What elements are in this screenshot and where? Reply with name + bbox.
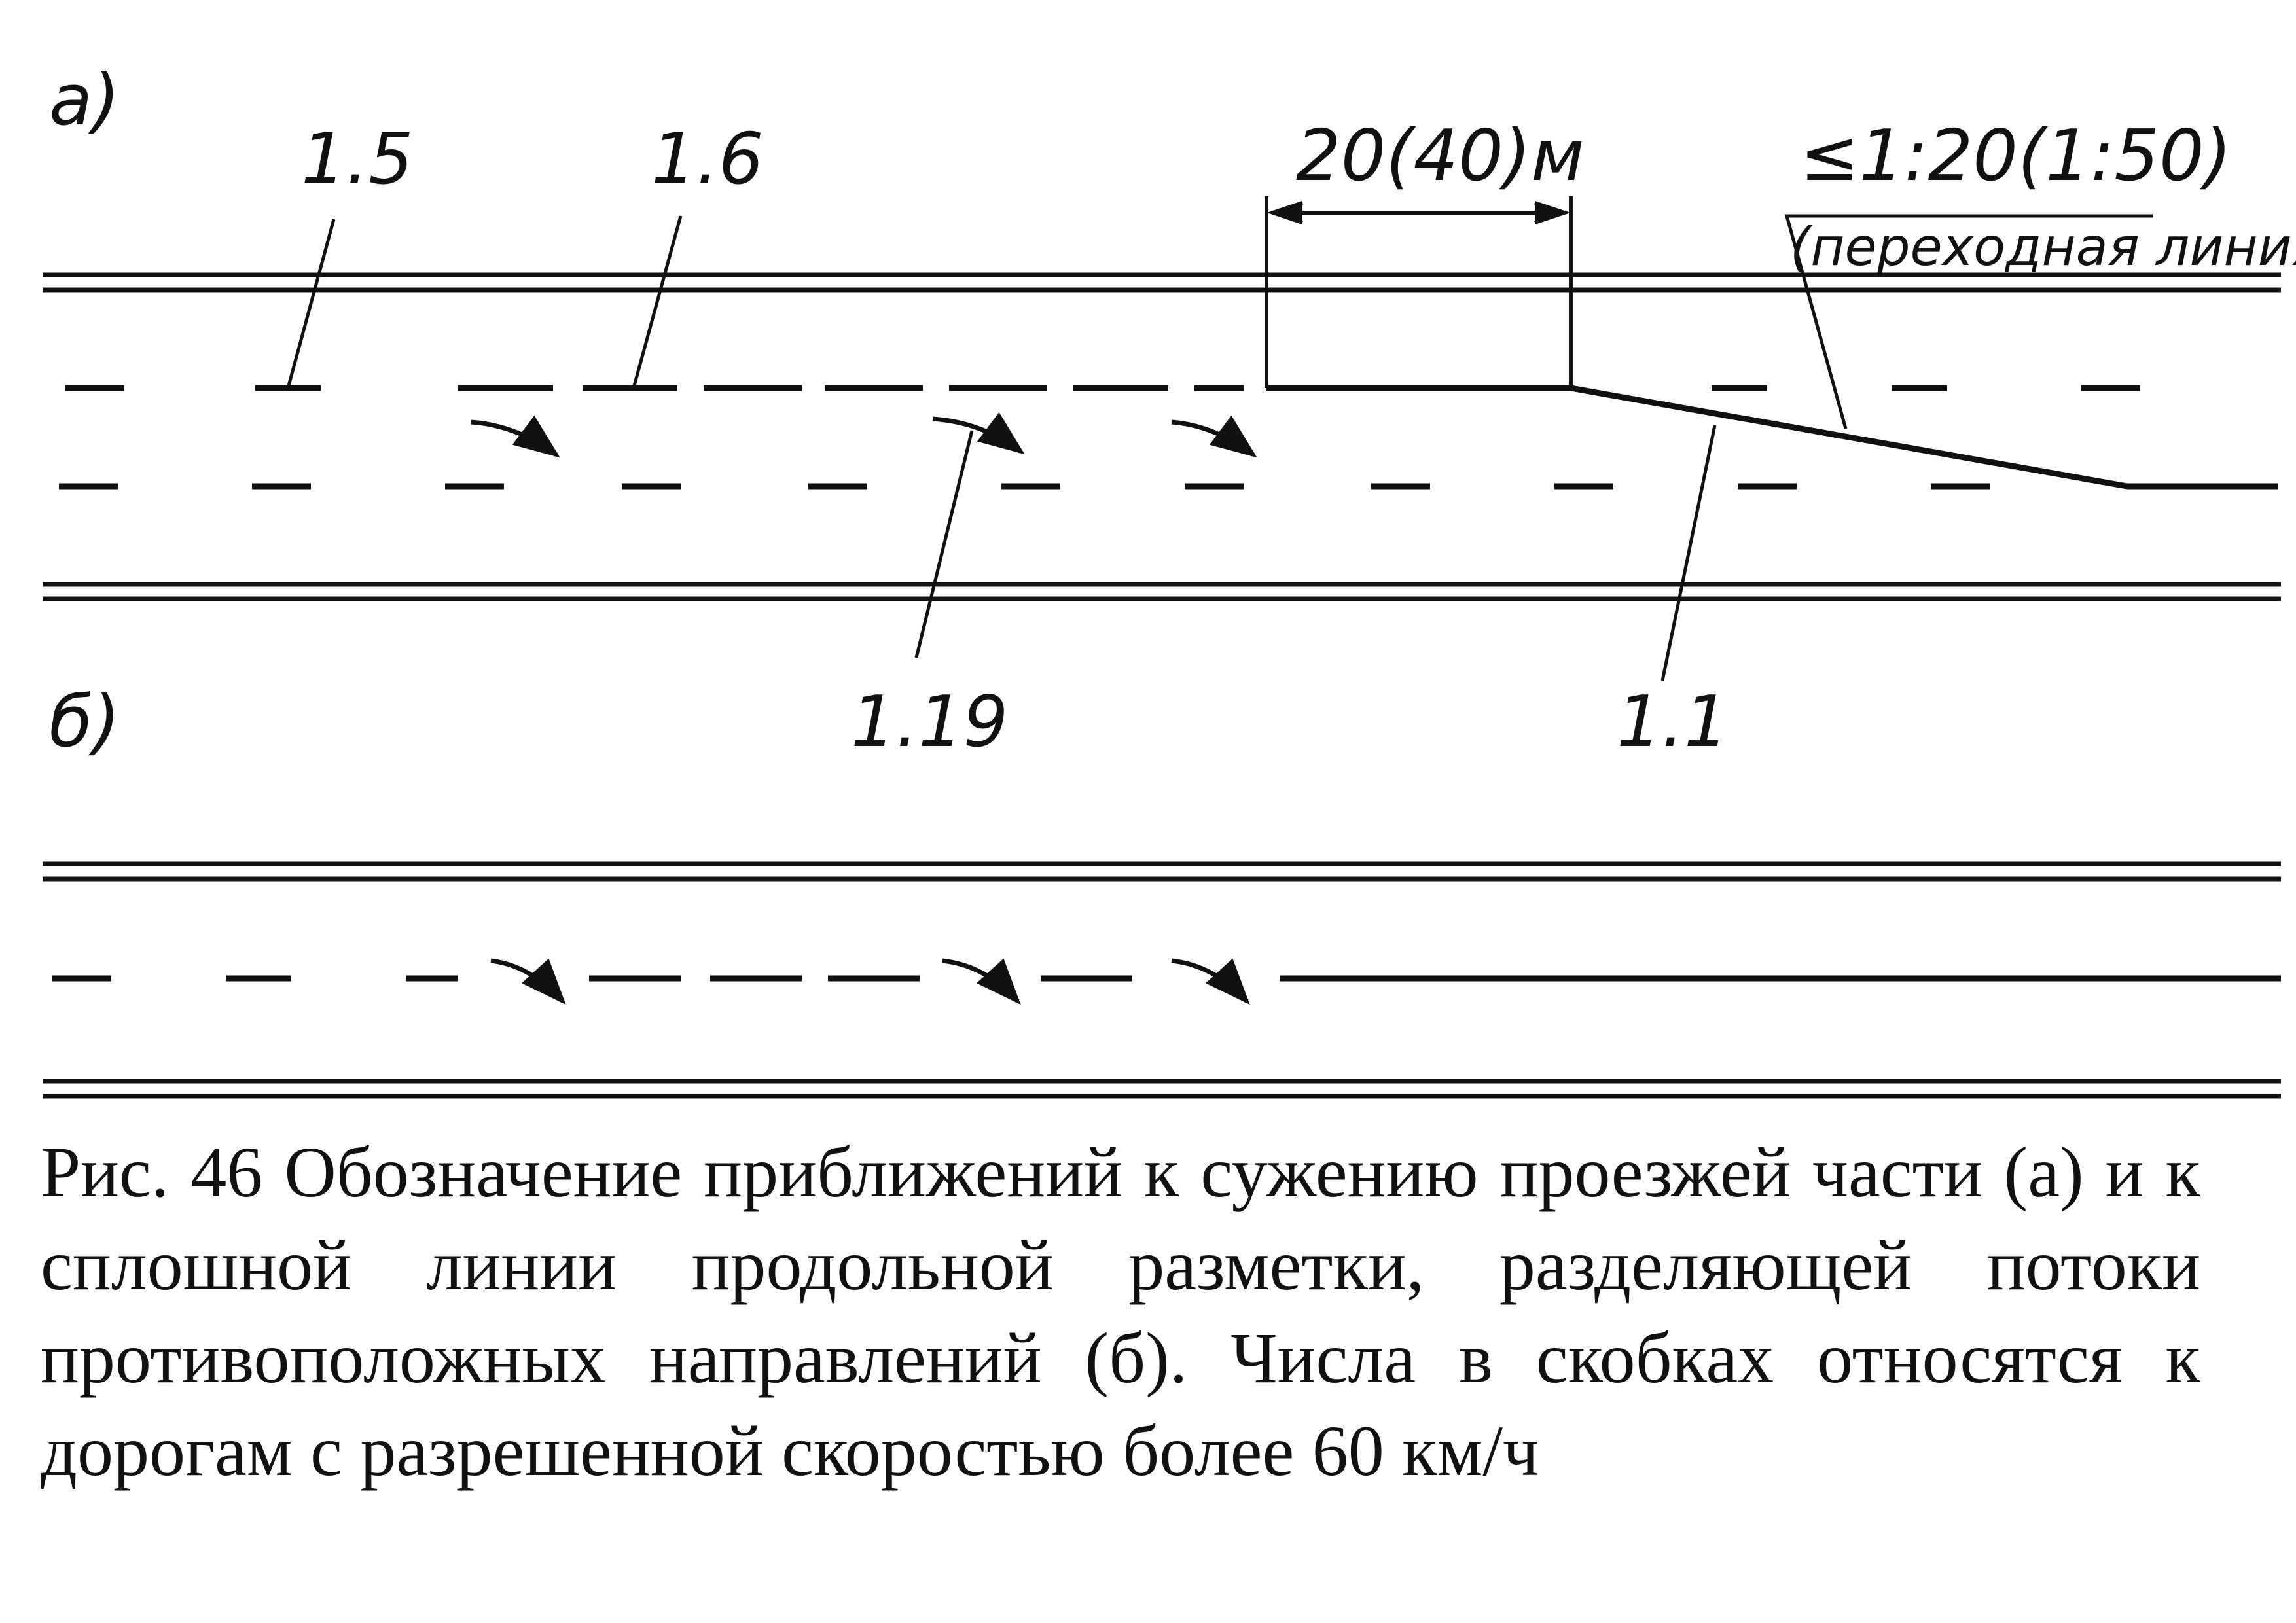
dimension-marker xyxy=(1265,196,1573,388)
panel-b-bottom-edge-line xyxy=(43,1079,2281,1099)
panel-a-tag: а) xyxy=(49,60,120,141)
panel-a-leader-lines xyxy=(286,214,2153,681)
arrow-1-19-icon xyxy=(942,958,1021,1005)
panel-b-tag: б) xyxy=(49,681,120,763)
panel-a-arrows-1-19 xyxy=(471,412,1257,458)
panel-a: а) xyxy=(43,60,2296,763)
transition-line xyxy=(1570,385,2278,490)
dimension-label: 20(40)м xyxy=(1296,115,1585,197)
arrow-1-19-icon xyxy=(471,415,560,458)
panel-a-top-edge-line xyxy=(43,272,2281,293)
panel-b-top-edge-line xyxy=(43,861,2281,882)
arrow-1-19-icon xyxy=(1171,958,1250,1005)
label-1-6: 1.6 xyxy=(651,118,764,200)
arrow-1-19-icon xyxy=(490,958,566,1005)
panel-b: б) xyxy=(43,681,2281,1099)
arrow-1-19-icon xyxy=(932,412,1025,455)
label-1-1: 1.1 xyxy=(1617,681,1729,763)
panel-b-arrows-1-19 xyxy=(490,958,1250,1005)
panel-a-bottom-edge-line xyxy=(43,582,2281,601)
panel-a-upper-lane-line xyxy=(65,385,2278,490)
taper-ratio-label: ≤1:20(1:50) xyxy=(1800,115,2232,197)
arrow-1-19-icon xyxy=(1171,415,1257,458)
figure-caption: Рис. 46 Обозначение приближений к сужени… xyxy=(41,1132,2200,1491)
label-1-5: 1.5 xyxy=(301,118,414,200)
taper-note-label: (переходная линия) xyxy=(1790,217,2296,277)
label-1-19: 1.19 xyxy=(851,681,1008,763)
